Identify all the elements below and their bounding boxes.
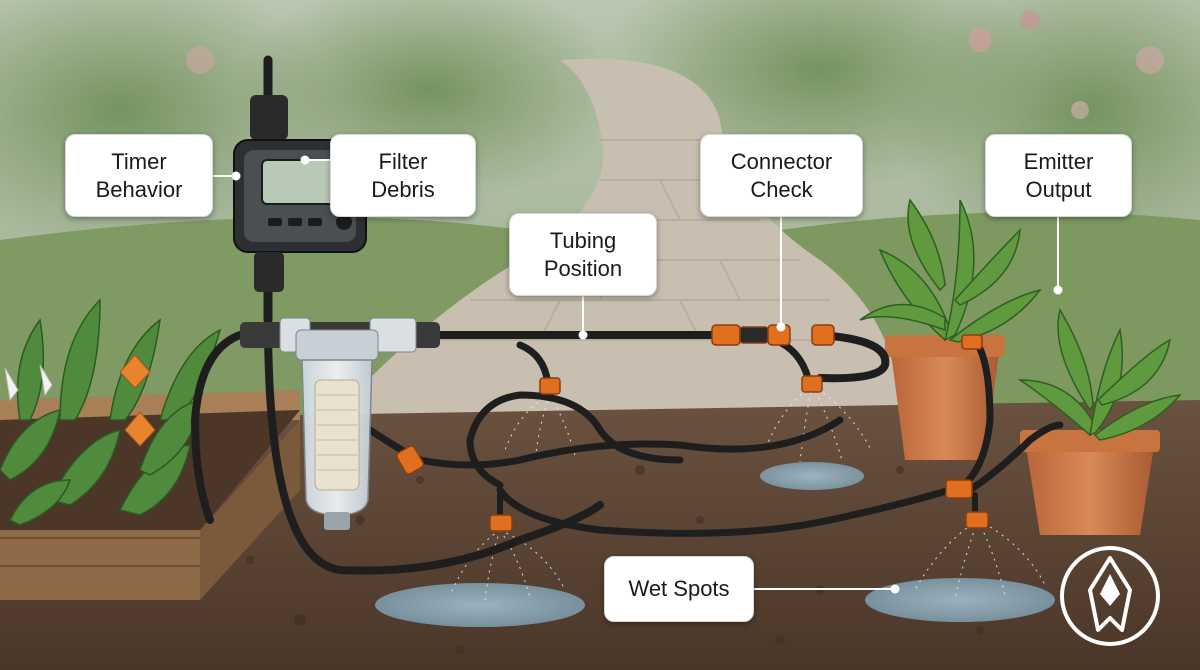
timer-behavior-callout: Timer Behavior [65,134,213,217]
filter-debris-callout: Filter Debris [330,134,476,217]
filter-unit [240,317,440,530]
emitter-output-callout: Emitter Output [985,134,1132,217]
arrowhead-emblem-icon [1060,546,1160,646]
wet-spots-callout: Wet Spots [604,556,754,622]
tubing-position-callout: Tubing Position [509,213,657,296]
connector-check-callout: Connector Check [700,134,863,217]
